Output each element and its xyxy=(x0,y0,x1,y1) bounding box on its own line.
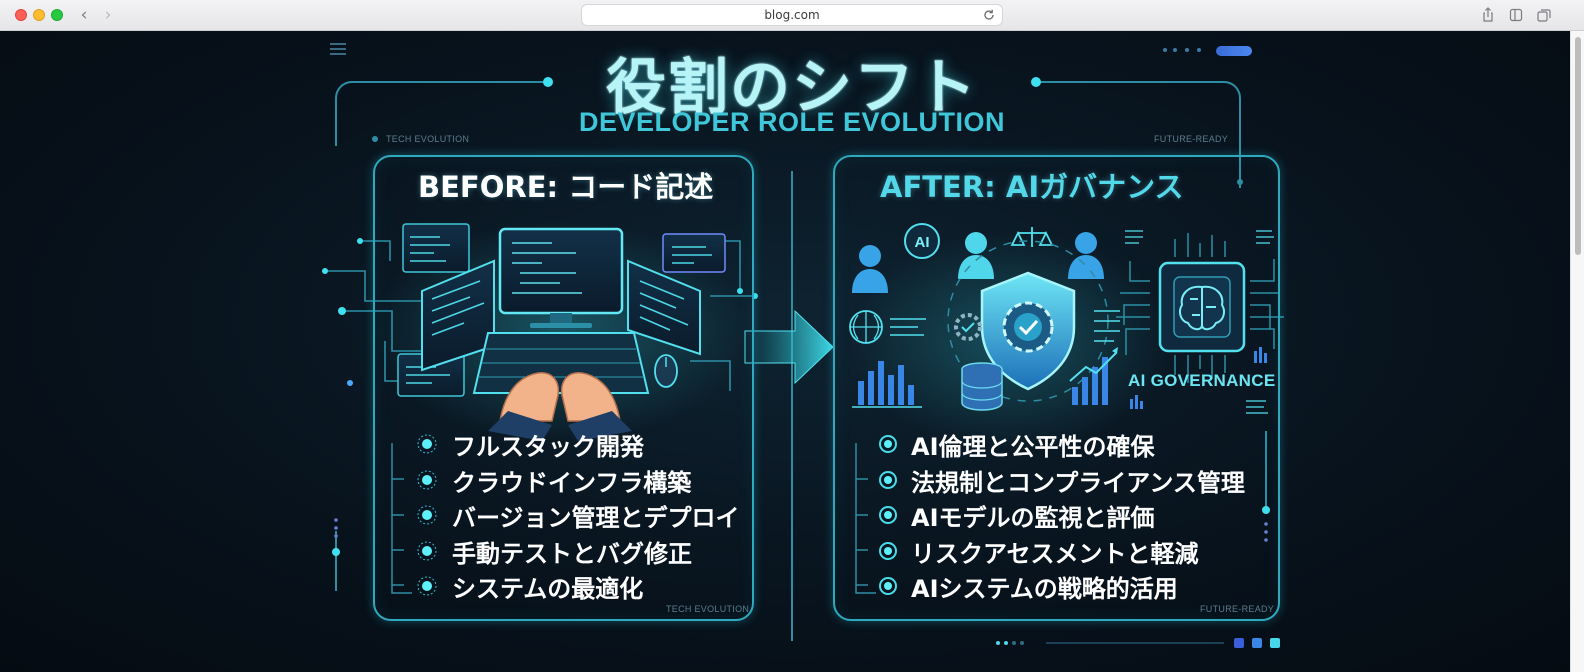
zoom-window-button[interactable] xyxy=(51,9,63,21)
dots-indicator xyxy=(1163,48,1201,52)
list-item-label: クラウドインフラ構築 xyxy=(452,468,692,497)
frame-node xyxy=(332,548,340,556)
list-item-label: AIシステムの戦略的活用 xyxy=(911,575,1178,603)
chevron-left-icon[interactable]: ‹ xyxy=(80,5,88,25)
frame-node xyxy=(1031,77,1041,87)
infographic-decoration: AI xyxy=(322,48,1284,648)
before-title: BEFORE: コード記述 xyxy=(418,170,714,204)
ring-bullet-icon xyxy=(879,470,897,489)
ring-bullet-icon xyxy=(879,541,897,560)
circuit-frame xyxy=(335,81,1267,641)
after-panel xyxy=(833,155,1280,621)
list-item-label: AIモデルの監視と評価 xyxy=(911,504,1155,532)
page-subtitle: DEVELOPER ROLE EVOLUTION xyxy=(578,107,1006,137)
frame-node xyxy=(1262,506,1270,514)
transition-arrow xyxy=(744,309,834,385)
list-item-label: 法規制とコンプライアンス管理 xyxy=(911,468,1245,497)
ring-bullet-icon xyxy=(879,577,897,595)
list-item-label: システムの最適化 xyxy=(452,575,644,603)
spark-bullet-icon xyxy=(417,541,437,560)
after-title: AFTER: AIガバナンス xyxy=(880,170,1184,204)
ring-bullet-icon xyxy=(879,435,897,453)
list-item-label: リスクアセスメントと軽減 xyxy=(911,539,1199,568)
spark-bullet-icon xyxy=(417,434,437,454)
ai-governance-illustration: AI xyxy=(849,223,1284,451)
ai-governance-label: AI GOVERNANCE xyxy=(1128,371,1276,390)
url-text: blog.com xyxy=(764,8,820,22)
blog-page: AI xyxy=(0,31,1584,672)
progress-pill xyxy=(1216,46,1252,56)
ring-bullet-icon xyxy=(879,506,897,524)
before-panel xyxy=(373,155,754,621)
tag-tech-evolution-top: TECH EVOLUTION xyxy=(386,134,470,144)
bottom-indicator xyxy=(996,638,1280,648)
close-window-button[interactable] xyxy=(15,9,27,21)
list-item-label: 手動テストとバグ修正 xyxy=(452,539,692,568)
frame-node xyxy=(543,77,553,87)
list-item-label: フルスタック開発 xyxy=(452,433,644,461)
share-icon[interactable] xyxy=(1480,7,1496,23)
chevron-right-icon[interactable]: › xyxy=(104,5,112,25)
ai-badge-label: AI xyxy=(915,234,930,251)
list-item-label: バージョン管理とデプロイ xyxy=(452,504,740,532)
address-bar[interactable]: blog.com xyxy=(581,4,1003,26)
list-item-label: AI倫理と公平性の確保 xyxy=(911,433,1155,461)
browser-toolbar: ‹ › blog.com xyxy=(0,0,1584,31)
scroll-thumb[interactable] xyxy=(1575,37,1581,255)
page-scrollbar[interactable] xyxy=(1570,31,1584,672)
tabs-overview-icon[interactable] xyxy=(1536,7,1552,23)
spark-bullet-icon xyxy=(417,470,437,489)
spark-bullet-icon xyxy=(417,505,437,525)
tag-tech-evolution-bottom: TECH EVOLUTION xyxy=(666,604,750,614)
tag-future-ready-bottom: FUTURE-READY xyxy=(1200,604,1275,614)
tag-future-ready-top: FUTURE-READY xyxy=(1154,134,1229,144)
page-title: 役割のシフト xyxy=(606,53,978,123)
spark-bullet-icon xyxy=(417,576,437,596)
minimize-window-button[interactable] xyxy=(33,9,45,21)
reload-icon[interactable] xyxy=(982,8,996,22)
sidebar-icon[interactable] xyxy=(1508,7,1524,23)
menu-icon[interactable] xyxy=(330,43,346,57)
coding-workstation-illustration xyxy=(322,221,758,441)
